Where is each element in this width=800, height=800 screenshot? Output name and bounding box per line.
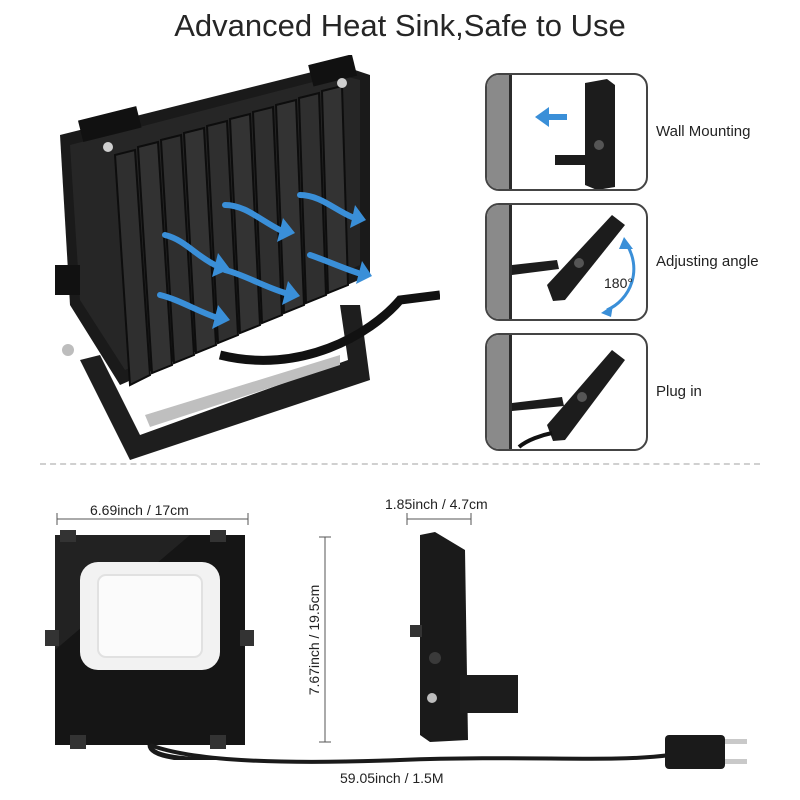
height-dimension-label: 7.67inch / 19.5cm — [306, 584, 322, 696]
page-title: Advanced Heat Sink,Safe to Use — [174, 8, 626, 43]
height-dimension-line — [319, 536, 331, 743]
adjusting-angle-label: Adjusting angle — [656, 253, 759, 270]
cable-dimension-label: 59.05inch / 1.5M — [340, 770, 444, 786]
adjusting-angle-diagram — [512, 215, 636, 317]
angle-text: 180° — [604, 275, 633, 291]
plug-in-diagram — [512, 350, 625, 449]
cable-plug-illustration — [150, 735, 747, 769]
side-view-illustration — [410, 532, 518, 742]
depth-dimension-label: 1.85inch / 4.7cm — [385, 496, 488, 512]
wall — [487, 75, 509, 189]
divider — [40, 463, 760, 465]
plug-in-label: Plug in — [656, 383, 702, 400]
wall-mounting-diagram — [535, 79, 615, 189]
wall-mounting-panel — [485, 73, 648, 191]
heat-sink-illustration — [55, 55, 440, 460]
adjusting-angle-panel: 180° — [485, 203, 648, 321]
depth-dimension-line — [406, 513, 472, 525]
wall-mounting-label: Wall Mounting — [656, 123, 751, 140]
front-view-illustration — [45, 530, 254, 760]
plug-in-panel — [485, 333, 648, 451]
width-dimension-line — [56, 513, 249, 525]
width-dimension-label: 6.69inch / 17cm — [90, 502, 189, 518]
